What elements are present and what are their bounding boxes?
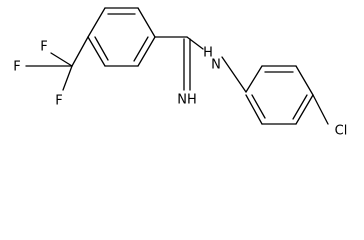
double-bond-inner bbox=[251, 94, 266, 119]
fluorine-label: F bbox=[55, 94, 62, 109]
bond bbox=[71, 36, 89, 67]
chlorine-label: Cl bbox=[335, 124, 348, 139]
double-bond-inner bbox=[292, 94, 308, 120]
bond bbox=[137, 36, 156, 67]
bond bbox=[295, 94, 314, 125]
trifluoromethyl-group bbox=[25, 36, 89, 91]
fluorine-label: F bbox=[40, 40, 47, 55]
bond bbox=[245, 94, 263, 125]
double-bond-inner bbox=[133, 36, 149, 62]
bond bbox=[137, 7, 156, 38]
benzene-ring-right bbox=[221, 56, 329, 125]
fluorine-label: F bbox=[13, 60, 20, 75]
imine-nitrogen-label: NH bbox=[177, 93, 197, 108]
bond bbox=[295, 65, 314, 96]
amine-nitrogen-label: N bbox=[211, 58, 221, 73]
bond bbox=[245, 65, 263, 93]
amine-hydrogen-label: H bbox=[203, 46, 213, 61]
bond bbox=[50, 52, 73, 67]
chemical-structure: F F F H N NH Cl bbox=[13, 7, 348, 139]
bond bbox=[62, 65, 73, 91]
bond bbox=[87, 36, 106, 67]
bond bbox=[312, 94, 329, 125]
double-bond-inner bbox=[94, 36, 109, 61]
benzene-ring-left bbox=[87, 7, 156, 67]
amidine-group bbox=[154, 36, 204, 91]
bond bbox=[87, 7, 106, 38]
bond bbox=[221, 56, 247, 93]
